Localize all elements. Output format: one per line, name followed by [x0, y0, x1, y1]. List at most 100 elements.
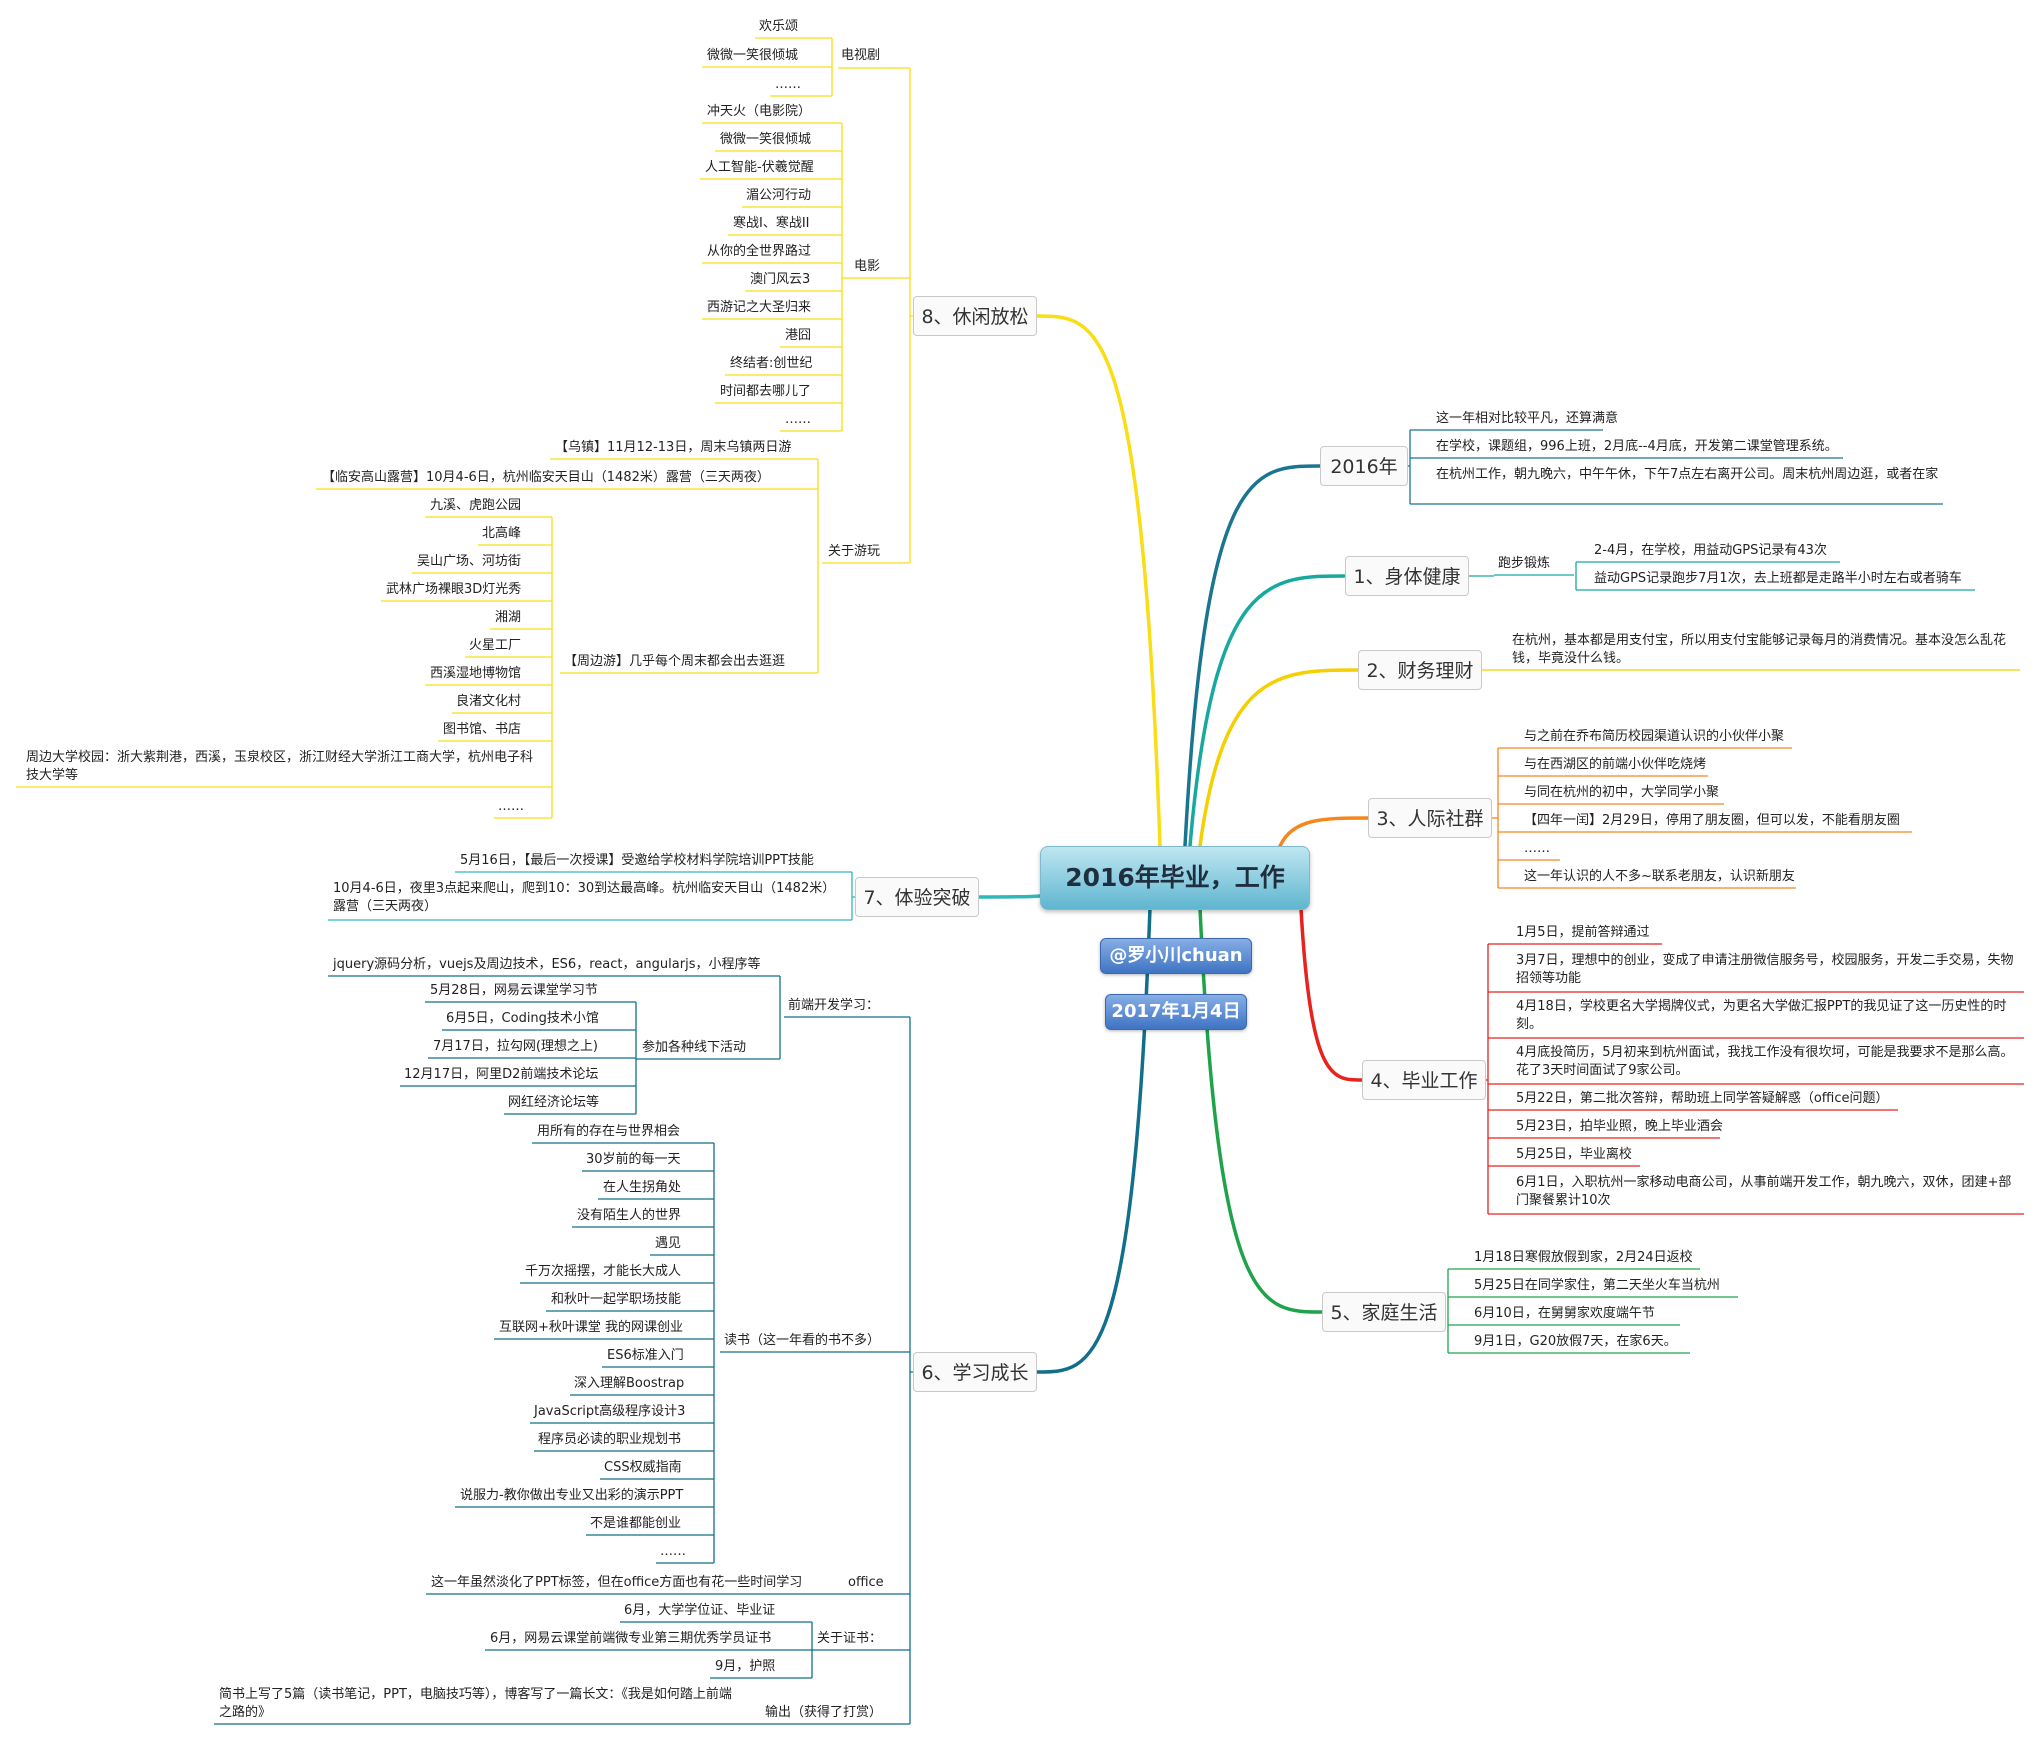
weekend-item: 湘湖 — [495, 610, 522, 625]
health-item: 益动GPS记录跑步7月1次，去上班都是走路半小时左右或者骑车 — [1594, 571, 1962, 586]
travel-item: 【临安高山露营】10月4-6日，杭州临安天目山（1482米）露营（三天两夜） — [322, 470, 770, 485]
movie-item: 澳门风云3 — [750, 272, 811, 287]
travel-item: 【乌镇】11月12-13日，周末乌镇两日游 — [555, 440, 792, 455]
movie-item: 冲天火（电影院） — [707, 104, 812, 119]
branch-leisure[interactable]: 8、休闲放松 — [913, 296, 1037, 336]
output-label: 输出（获得了打赏） — [765, 1705, 883, 1720]
movie-item: 时间都去哪儿了 — [720, 384, 812, 399]
branch-social[interactable]: 3、人际社群 — [1368, 798, 1492, 838]
social-item: 这一年认识的人不多~联系老朋友，认识新朋友 — [1524, 869, 1795, 884]
grad-item: 6月1日，入职杭州一家移动电商公司，从事前端开发工作，朝九晚六，双休，团建+部门… — [1516, 1175, 2012, 1208]
grad-item: 1月5日，提前答辩通过 — [1516, 925, 1650, 940]
tv-item: 欢乐颂 — [759, 19, 799, 34]
branch-graduation[interactable]: 4、毕业工作 — [1362, 1060, 1486, 1100]
social-item: 与之前在乔布简历校园渠道认识的小伙伴小聚 — [1524, 729, 1785, 744]
family-item: 5月25日在同学家住，第二天坐火车当杭州 — [1474, 1278, 1720, 1293]
finance-connector — [1198, 668, 1360, 848]
family-item: 9月1日，G20放假7天，在家6天。 — [1474, 1334, 1677, 1349]
book-item: ES6标准入门 — [607, 1348, 684, 1363]
cert-item: 9月，护照 — [715, 1659, 776, 1674]
book-item: 互联网+秋叶课堂 我的网课创业 — [499, 1320, 684, 1335]
branch-study[interactable]: 6、学习成长 — [913, 1352, 1037, 1392]
book-item: 千万次摇摆，才能长大成人 — [525, 1264, 682, 1279]
author-tag: @罗小川chuan — [1100, 938, 1252, 974]
grad-item: 4月18日，学校更名大学揭牌仪式，为更名大学做汇报PPT的我见证了这一历史性的时… — [1516, 999, 2007, 1032]
weekend-item: 良渚文化村 — [456, 694, 522, 709]
events-label: 参加各种线下活动 — [642, 1040, 747, 1055]
family-item: 6月10日，在舅舅家欢度端午节 — [1474, 1306, 1655, 1321]
frontend-label: 前端开发学习： — [788, 998, 880, 1013]
finance-item: 在杭州，基本都是用支付宝，所以用支付宝能够记录每月的消费情况。基本没怎么乱花钱，… — [1512, 633, 2007, 666]
book-item: 深入理解Boostrap — [574, 1376, 685, 1391]
y2016-item: 在学校，课题组，996上班，2月底--4月底，开发第二课堂管理系统。 — [1436, 439, 1838, 454]
branch-health[interactable]: 1、身体健康 — [1345, 556, 1469, 596]
book-item: 遇见 — [655, 1236, 682, 1251]
leisure-connector — [1035, 314, 1162, 848]
y2016-item: 这一年相对比较平凡，还算满意 — [1436, 411, 1619, 426]
movie-item: 人工智能-伏羲觉醒 — [705, 160, 814, 175]
movie-item: 湄公河行动 — [746, 188, 812, 203]
cert-item: 6月，大学学位证、毕业证 — [624, 1603, 776, 1618]
tv-label: 电视剧 — [841, 48, 881, 63]
book-item: 和秋叶一起学职场技能 — [551, 1292, 682, 1307]
movie-item: 寒战I、寒战II — [733, 216, 810, 231]
event-item: 12月17日，阿里D2前端技术论坛 — [404, 1067, 599, 1082]
branch-finance[interactable]: 2、财务理财 — [1358, 650, 1482, 690]
grad-item: 3月7日，理想中的创业，变成了申请注册微信服务号，校园服务，开发二手交易，失物招… — [1516, 953, 2014, 986]
grad-item: 5月25日，毕业离校 — [1516, 1147, 1632, 1162]
movie-item: 终结者:创世纪 — [730, 356, 813, 371]
health-item: 2-4月，在学校，用益动GPS记录有43次 — [1594, 543, 1827, 558]
weekend-item: …… — [498, 799, 524, 814]
movie-item: 从你的全世界路过 — [707, 244, 812, 259]
branch-breakthrough[interactable]: 7、体验突破 — [855, 877, 979, 917]
weekend-item: 武林广场裸眼3D灯光秀 — [386, 582, 522, 597]
family-item: 1月18日寒假放假到家，2月24日返校 — [1474, 1250, 1693, 1265]
movie-item: 西游记之大圣归来 — [707, 300, 812, 315]
social-item: …… — [1524, 841, 1550, 856]
book-item: …… — [660, 1544, 686, 1559]
branch-2016[interactable]: 2016年 — [1320, 446, 1408, 486]
health-sub: 跑步锻炼 — [1498, 556, 1551, 571]
social-item: 与同在杭州的初中，大学同学小聚 — [1524, 785, 1720, 800]
movie-item: 微微一笑很倾城 — [720, 132, 812, 147]
cert-label: 关于证书： — [817, 1631, 883, 1646]
movie-item: …… — [785, 412, 811, 427]
grad-item: 4月底投简历，5月初来到杭州面试，我找工作没有很坎坷，可能是我要求不是那么高。花… — [1516, 1045, 2014, 1078]
tv-item: …… — [775, 77, 801, 92]
cert-item: 6月，网易云课堂前端微专业第三期优秀学员证书 — [490, 1631, 772, 1646]
weekend-item: 火星工厂 — [469, 638, 522, 653]
book-item: JavaScript高级程序设计3 — [534, 1404, 686, 1419]
breakthrough-connector — [977, 894, 1042, 899]
tv-item: 微微一笑很倾城 — [707, 48, 799, 63]
graduation-connector — [1298, 888, 1364, 1082]
book-item: 程序员必读的职业规划书 — [538, 1432, 682, 1447]
book-item: 不是谁都能创业 — [590, 1516, 682, 1531]
branch-family[interactable]: 5、家庭生活 — [1322, 1292, 1446, 1332]
breakthrough-item: 5月16日，【最后一次授课】受邀给学校材料学院培训PPT技能 — [460, 853, 814, 868]
office-label: office — [848, 1575, 884, 1590]
weekend-item: 吴山广场、河坊街 — [417, 554, 522, 569]
weekend-item: 周边大学校园：浙大紫荆港，西溪，玉泉校区，浙江财经大学浙江工商大学，杭州电子科技… — [26, 750, 534, 783]
event-item: 7月17日，拉勾网(理想之上) — [433, 1039, 598, 1054]
2016-connector — [1183, 464, 1322, 848]
weekend-item: 西溪湿地博物馆 — [430, 666, 522, 681]
y2016-item: 在杭州工作，朝九晚六，中午午休，下午7点左右离开公司。周末杭州周边逛，或者在家 — [1436, 467, 1939, 482]
event-item: 5月28日，网易云课堂学习节 — [430, 983, 598, 998]
movie-label: 电影 — [854, 259, 881, 274]
social-item: 与在西湖区的前端小伙伴吃烧烤 — [1524, 757, 1707, 772]
book-item: 没有陌生人的世界 — [577, 1208, 682, 1223]
health-connector — [1188, 574, 1347, 848]
event-item: 网红经济论坛等 — [508, 1095, 600, 1110]
travel-label: 关于游玩 — [828, 544, 881, 559]
weekend-item: 北高峰 — [482, 526, 522, 541]
office-item: 这一年虽然淡化了PPT标签，但在office方面也有花一些时间学习 — [431, 1575, 803, 1590]
breakthrough-item: 10月4-6日，夜里3点起来爬山，爬到10：30到达最高峰。杭州临安天目山（14… — [333, 881, 836, 914]
weekend-item: 图书馆、书店 — [443, 722, 522, 737]
books-label: 读书（这一年看的书不多） — [724, 1333, 881, 1348]
book-item: 在人生拐角处 — [603, 1180, 682, 1195]
central-topic[interactable]: 2016年毕业，工作 — [1040, 846, 1310, 910]
book-item: CSS权威指南 — [604, 1460, 682, 1475]
grad-item: 5月23日，拍毕业照，晚上毕业酒会 — [1516, 1119, 1723, 1134]
